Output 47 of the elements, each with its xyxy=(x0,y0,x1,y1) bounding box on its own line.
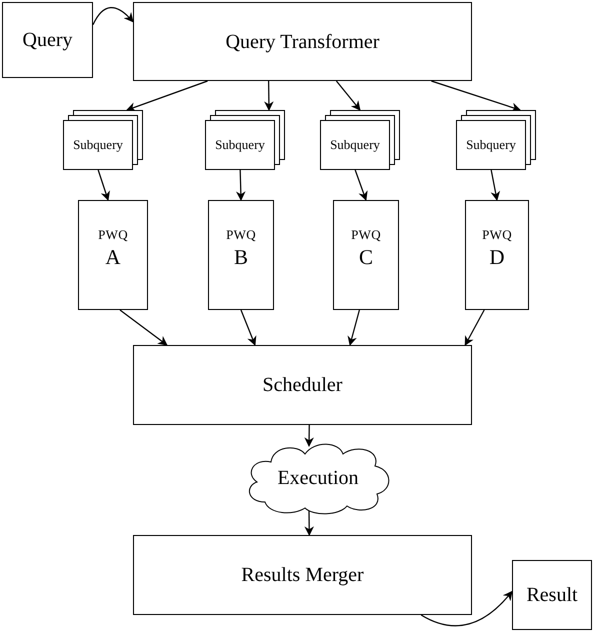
process-box xyxy=(465,200,529,310)
node-label: Results Merger xyxy=(241,563,364,588)
node-label: PWQ xyxy=(482,226,512,244)
arrow xyxy=(490,170,500,201)
process-box xyxy=(78,200,148,310)
node-label: Subquery xyxy=(466,136,516,154)
node-label: PWQ xyxy=(98,226,128,244)
node-label: Result xyxy=(526,583,578,608)
arrow xyxy=(236,170,246,201)
node-label: Execution xyxy=(277,466,359,491)
arrow xyxy=(304,510,314,536)
subquery-stack xyxy=(456,110,536,170)
arrow xyxy=(92,7,134,26)
process-box xyxy=(208,200,274,310)
node-label: Query Transformer xyxy=(226,30,380,54)
process-box xyxy=(512,560,592,630)
node-letter: C xyxy=(358,245,373,269)
arrow xyxy=(120,310,168,346)
process-box xyxy=(133,535,472,615)
arrow xyxy=(98,170,110,201)
process-box xyxy=(333,200,399,310)
node-label: Scheduler xyxy=(262,373,342,398)
node-label: PWQ xyxy=(351,226,381,244)
node-label: Subquery xyxy=(73,136,123,154)
arrow xyxy=(464,310,485,346)
node-label: Query xyxy=(22,28,72,53)
process-box xyxy=(133,2,472,81)
node-letter: D xyxy=(489,245,505,269)
node-label: Subquery xyxy=(330,136,380,154)
arrow xyxy=(354,170,368,201)
node-label: PWQ xyxy=(226,226,256,244)
arrow xyxy=(336,80,361,111)
subquery-stack xyxy=(205,110,285,170)
arrow xyxy=(420,590,513,626)
node-letter: B xyxy=(234,245,248,269)
subquery-stack xyxy=(63,110,143,170)
node-label: Subquery xyxy=(215,136,265,154)
arrow xyxy=(126,80,208,112)
node-letter: A xyxy=(105,245,121,269)
arrow xyxy=(264,81,274,111)
arrow xyxy=(240,310,256,346)
process-box xyxy=(2,2,93,78)
process-box xyxy=(133,345,472,425)
arrow xyxy=(348,310,360,346)
subquery-stack xyxy=(320,110,400,170)
arrow xyxy=(431,80,521,112)
arrow xyxy=(304,425,314,447)
